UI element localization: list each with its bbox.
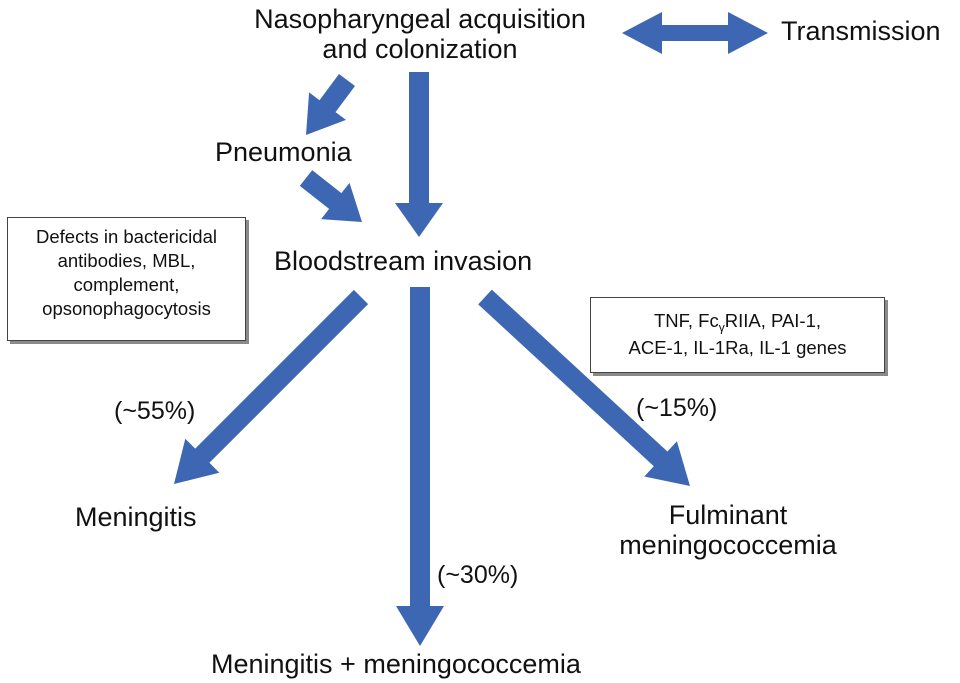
percent-meningitis-plus: (~30%) [437, 561, 519, 589]
genes-prefix: TNF, Fc [653, 310, 719, 331]
box-defects-line-3: complement, [73, 274, 180, 296]
box-defects: Defects in bactericidal antibodies, MBL,… [7, 217, 246, 341]
node-nasopharyngeal-line-2: and colonization [322, 34, 518, 65]
node-fulminant-line-1: Fulminant [668, 500, 788, 530]
node-bloodstream-invasion: Bloodstream invasion [274, 246, 533, 276]
arrow-transmission [622, 12, 768, 54]
arrow-pneumonia-to-bloodstream [299, 170, 362, 222]
arrow-to-fulminant [478, 289, 690, 486]
node-fulminant-line-2: meningococcemia [619, 530, 837, 561]
arrow-to-meningitis-plus [396, 287, 444, 646]
box-defects-line-4: opsonophagocytosis [42, 298, 211, 320]
arrow-to-pneumonia [306, 74, 355, 135]
percent-meningitis: (~55%) [114, 397, 196, 425]
genes-subscript-gamma: γ [718, 320, 725, 335]
box-genes-line-2: ACE-1, IL-1Ra, IL-1 genes [628, 337, 847, 359]
arrow-colonization-to-bloodstream [395, 72, 443, 237]
node-pneumonia: Pneumonia [215, 137, 352, 167]
box-genes: TNF, FcγRIIA, PAI-1, ACE-1, IL-1Ra, IL-1… [590, 297, 885, 373]
box-genes-line-1: TNF, FcγRIIA, PAI-1, [591, 309, 884, 336]
node-nasopharyngeal-line-1: Nasopharyngeal acquisition [254, 4, 586, 34]
node-meningitis: Meningitis [75, 502, 197, 532]
node-nasopharyngeal: Nasopharyngeal acquisition and colonizat… [218, 4, 622, 64]
node-fulminant-meningococcemia: Fulminant meningococcemia [608, 500, 848, 560]
genes-suffix: RIIA, PAI-1, [724, 310, 822, 331]
percent-fulminant: (~15%) [636, 394, 718, 422]
arrow-to-meningitis [174, 289, 369, 484]
node-transmission: Transmission [781, 16, 941, 46]
box-defects-line-2: antibodies, MBL, [57, 250, 196, 272]
node-meningitis-plus-meningococcemia: Meningitis + meningococcemia [211, 649, 581, 679]
box-defects-line-1: Defects in bactericidal [36, 226, 217, 247]
